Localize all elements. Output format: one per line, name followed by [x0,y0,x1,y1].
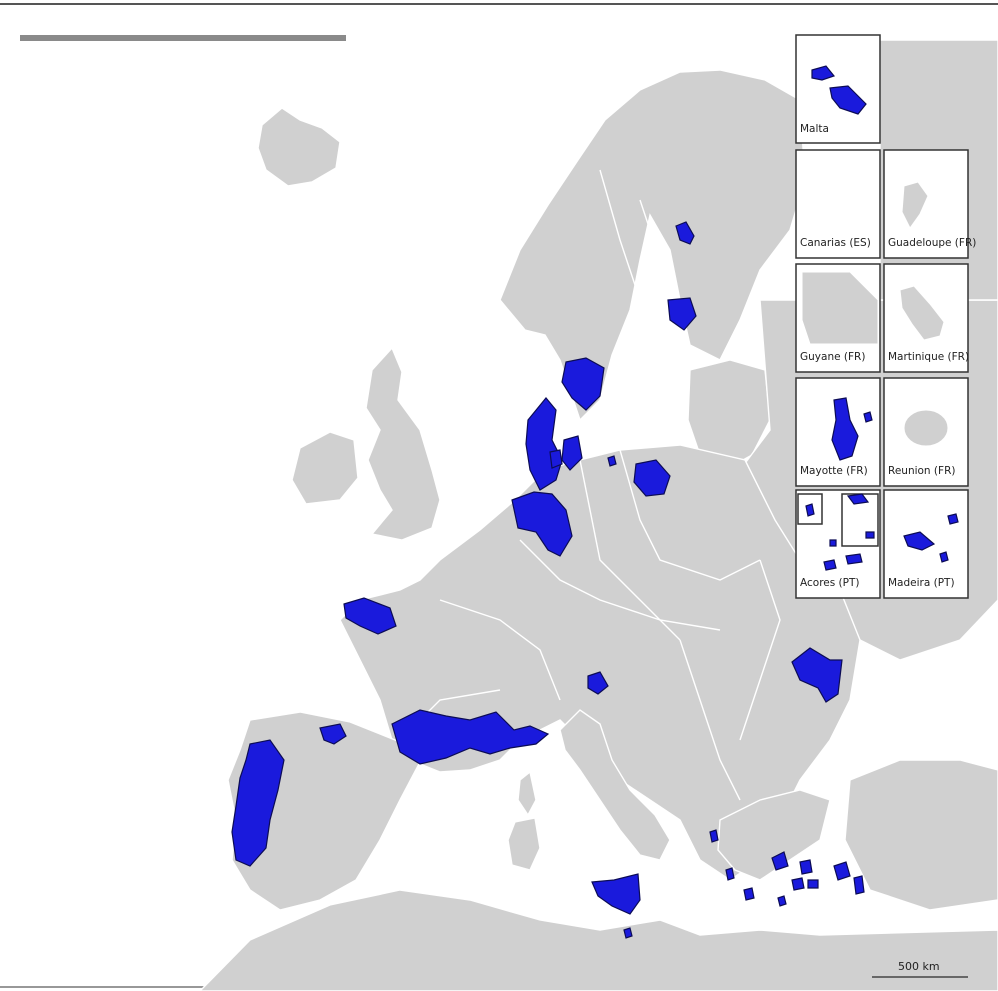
region-sicily [591,873,641,915]
inset-acores-island-2 [845,553,863,565]
region-greek-island-2 [799,859,813,875]
region-portugal [231,739,285,867]
inset-mayotte-islet [863,411,873,423]
inset-canarias-frame [795,149,881,259]
region-denmark [525,397,563,491]
inset-acores-island-smiguel [846,493,870,505]
region-greek-island-9 [743,887,755,901]
region-greek-island-10 [777,895,787,907]
inset-guyane-label: Guyane (FR) [800,351,865,363]
inset-acores-subframe-west [797,493,823,525]
inset-acores-island-4 [865,531,875,539]
insets: Malta Canarias (ES) Guadeloupe (FR) Guya… [795,34,976,599]
inset-mayotte-label: Mayotte (FR) [800,465,868,477]
inset-acores-island-flores [805,503,815,517]
inset-canarias-label: Canarias (ES) [800,237,871,249]
inset-guyane-land [801,271,879,345]
inset-acores-label: Acores (PT) [800,577,860,589]
inset-madeira-islet-2 [939,551,949,563]
region-slovenia [587,671,609,695]
inset-reunion-island [903,409,949,447]
inset-malta-island-gozo [811,65,836,81]
inset-acores-island-1 [823,559,837,571]
inset-mayotte-island [831,397,859,461]
region-greek-island-4 [853,875,865,895]
region-finland-north [675,221,695,245]
region-finland-south [667,297,697,331]
scale-bar-label: 500 km [898,960,940,973]
region-romania-east [791,647,843,703]
land-iceland [257,107,341,187]
land-corsica [517,770,537,817]
region-greek-island-3 [833,861,851,881]
land-sardinia [507,817,541,871]
land-great-britain [365,346,441,541]
inset-guadeloupe-label: Guadeloupe (FR) [888,237,976,249]
inset-malta-label: Malta [800,123,829,135]
land-italy [559,709,671,861]
region-greek-island-1 [771,851,789,871]
region-sweden-south [561,357,605,411]
inset-guadeloupe-frame [883,149,969,259]
region-bornholm [607,455,617,467]
region-sicily-islet [623,927,633,939]
region-brittany [343,597,397,635]
region-pays-basque [319,723,347,745]
inset-madeira-islet-1 [947,513,959,525]
land-scandinavia [499,69,806,422]
land-greece [717,789,831,881]
title-bar-placeholder [20,35,346,41]
region-danish-island-small [549,449,563,469]
land-continent [339,444,861,881]
inset-reunion-label: Reunion (FR) [888,465,955,477]
region-greek-island-8 [709,829,719,843]
inset-malta-island-main [829,85,867,115]
land-north-africa [199,889,998,991]
inset-acores-island-3 [829,539,837,547]
region-greek-island-6 [807,879,819,889]
region-poland-north [633,459,671,497]
land-turkey [844,759,998,911]
scale-bar: 500 km [872,960,968,978]
region-greek-island-5 [791,877,805,891]
inset-madeira-island [903,531,936,551]
inset-martinique-island [899,285,945,341]
highlighted-regions [231,221,865,939]
region-danish-islands [561,435,583,471]
region-germany-north [511,491,573,557]
region-greek-island-7 [725,867,735,881]
inset-martinique-label: Martinique (FR) [888,351,969,363]
country-borders [399,169,781,801]
region-southern-france [391,709,550,765]
inset-guadeloupe-island [901,181,929,229]
inset-madeira-label: Madeira (PT) [888,577,955,589]
land-ireland [291,431,359,505]
